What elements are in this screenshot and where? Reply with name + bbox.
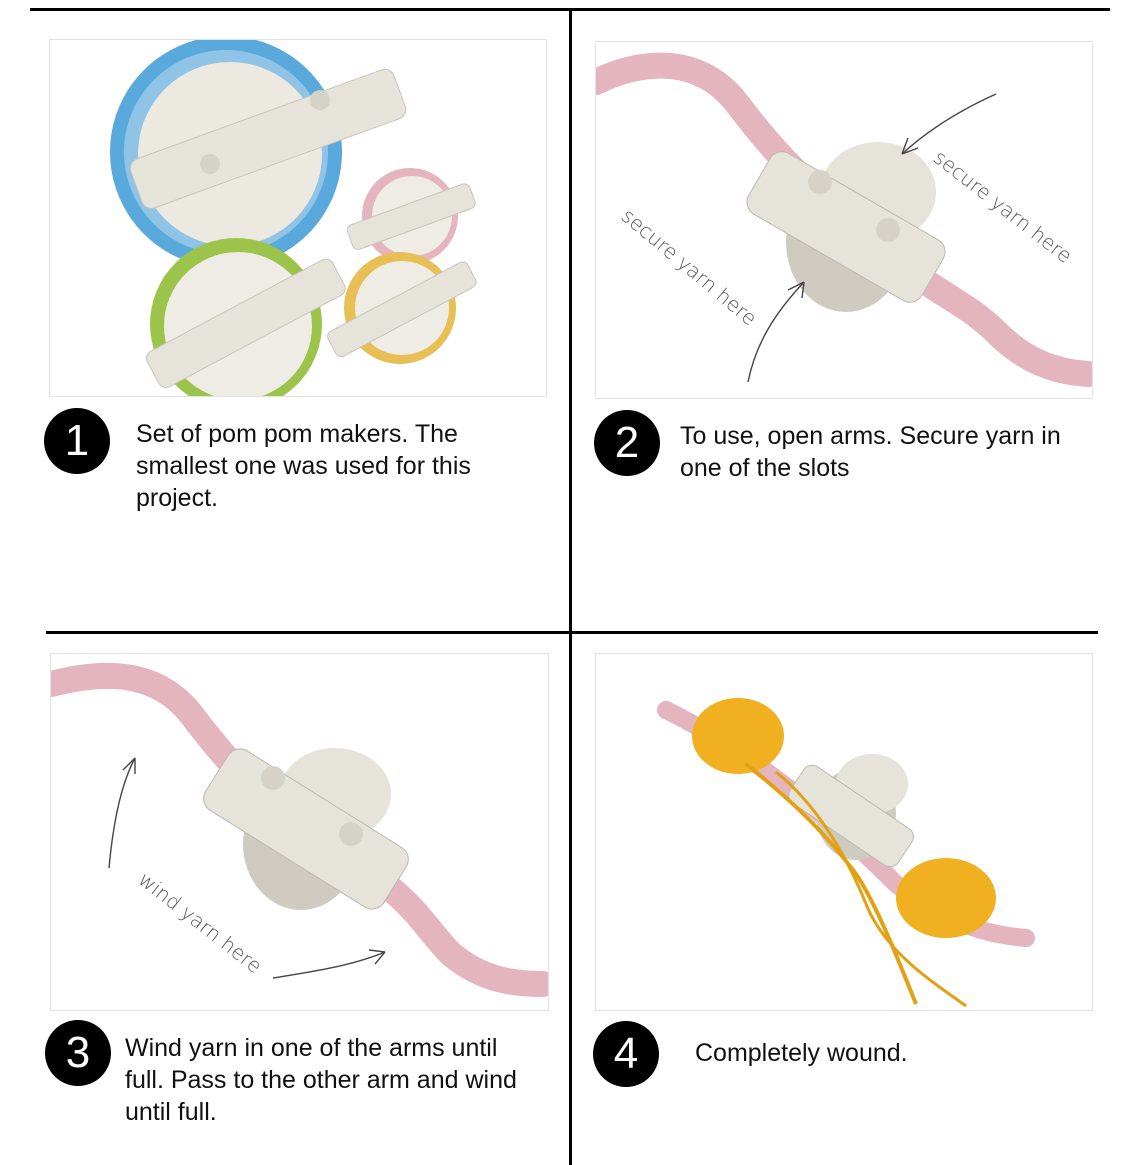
wound-maker-illustration — [657, 698, 1035, 1008]
photo-completely-wound — [595, 653, 1093, 1011]
step-4-caption: Completely wound. — [695, 1039, 908, 1067]
open-maker-illustration: secure yarn here secure yarn here — [596, 52, 1092, 387]
annotation-wind: wind yarn here — [134, 867, 267, 978]
annotation-secure-left: secure yarn here — [617, 203, 762, 330]
step-number-4: 4 — [593, 1021, 659, 1087]
photo-pom-pom-maker-set — [49, 39, 547, 397]
wind-maker-illustration: wind yarn here — [51, 662, 548, 997]
step-3-caption: Wind yarn in one of the arms until full.… — [125, 1034, 517, 1126]
annotation-secure-right: secure yarn here — [929, 145, 1077, 268]
step-number-2: 2 — [594, 410, 660, 476]
photo-wind-yarn: wind yarn here — [50, 653, 549, 1011]
middle-rule — [46, 631, 1098, 634]
pom-pom-makers-illustration — [110, 40, 477, 396]
step-1-caption: Set of pom pom makers. The smallest one … — [136, 420, 471, 512]
step-number-3: 3 — [45, 1020, 111, 1086]
top-rule — [30, 8, 1110, 11]
vertical-divider — [569, 11, 572, 1165]
step-number-1: 1 — [44, 408, 110, 474]
photo-open-arms: secure yarn here secure yarn here — [595, 41, 1093, 399]
step-2-caption: To use, open arms. Secure yarn in one of… — [680, 422, 1061, 482]
